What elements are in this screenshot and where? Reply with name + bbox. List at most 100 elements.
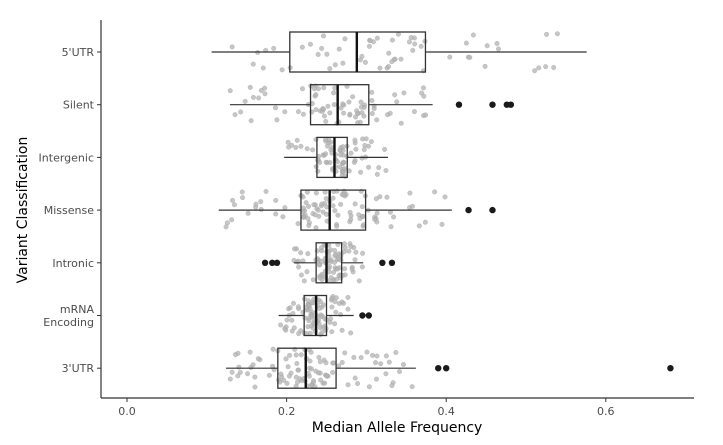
jitter-point	[393, 349, 399, 356]
jitter-point	[310, 325, 316, 331]
jitter-point	[482, 63, 488, 69]
jitter-point	[231, 202, 237, 208]
jitter-point	[338, 201, 344, 207]
jitter-point	[332, 208, 338, 214]
jitter-point	[352, 137, 358, 143]
jitter-point	[411, 109, 417, 115]
jitter-point	[287, 352, 293, 358]
jitter-point	[364, 349, 370, 355]
jitter-point	[247, 349, 253, 355]
jitter-point	[272, 105, 279, 111]
jitter-point	[313, 368, 319, 374]
jitter-point	[311, 86, 317, 92]
outlier-point	[273, 259, 281, 266]
jitter-point	[368, 139, 374, 145]
jitter-point	[323, 151, 329, 157]
jitter-point	[284, 317, 290, 323]
jitter-point	[361, 147, 367, 153]
jitter-point	[442, 194, 448, 200]
y-axis-title: Variant Classification	[15, 137, 31, 284]
jitter-point	[362, 142, 368, 148]
jitter-point	[256, 95, 262, 101]
jitter-point	[337, 147, 343, 153]
jitter-point	[302, 315, 308, 321]
jitter-point	[299, 44, 305, 50]
jitter-point	[312, 212, 318, 218]
jitter-point	[290, 300, 297, 306]
y-tick-label: Silent	[63, 99, 95, 112]
jitter-point	[378, 361, 384, 367]
jitter-point	[317, 299, 324, 305]
jitter-point	[439, 221, 445, 227]
jitter-point	[296, 367, 302, 373]
jitter-point	[295, 109, 302, 115]
jitter-point	[309, 313, 315, 319]
jitter-point	[349, 266, 355, 272]
jitter-point	[320, 302, 326, 308]
jitter-point	[359, 204, 365, 210]
jitter-point	[373, 376, 380, 382]
jitter-point	[391, 57, 397, 63]
jitter-point	[298, 143, 304, 149]
jitter-point	[282, 205, 288, 211]
y-tick-label: Intronic	[52, 257, 94, 270]
jitter-point	[308, 366, 315, 372]
jitter-point	[340, 60, 346, 66]
jitter-point	[336, 46, 342, 52]
jitter-point	[335, 212, 341, 218]
jitter-point	[551, 64, 557, 71]
jitter-point	[350, 94, 356, 100]
jitter-point	[383, 167, 389, 174]
jitter-point	[274, 117, 280, 123]
jitter-point	[333, 309, 339, 315]
jitter-point	[484, 43, 490, 49]
jitter-point	[291, 246, 298, 252]
jitter-point	[363, 136, 369, 142]
jitter-point	[266, 372, 272, 378]
jitter-point	[345, 382, 351, 388]
x-tick-label: 0.2	[278, 405, 296, 418]
y-tick-label: Missense	[44, 204, 94, 217]
jitter-point	[353, 146, 359, 152]
jitter-point	[357, 57, 363, 63]
jitter-point	[352, 375, 358, 381]
jitter-point	[374, 353, 380, 359]
jitter-point	[301, 213, 307, 220]
outlier-point	[269, 259, 276, 266]
jitter-point	[317, 359, 323, 365]
jitter-point	[258, 199, 264, 205]
jitter-point	[386, 359, 392, 365]
jitter-point	[330, 195, 336, 201]
jitter-point	[406, 39, 413, 45]
jitter-point	[301, 278, 307, 284]
jitter-point	[410, 47, 416, 53]
jitter-point	[358, 99, 364, 105]
jitter-point	[376, 165, 382, 171]
jitter-point	[386, 50, 392, 56]
jitter-point	[282, 325, 288, 332]
jitter-point	[258, 206, 264, 212]
jitter-point	[327, 319, 333, 325]
jitter-point	[299, 86, 306, 92]
jitter-point	[284, 380, 290, 386]
x-axis-title: Median Allele Frequency	[312, 420, 483, 436]
y-tick-label: Intergenic	[39, 151, 94, 164]
jitter-point	[342, 266, 348, 272]
y-tick-label: Encoding	[43, 316, 94, 329]
jitter-point	[318, 314, 324, 320]
jitter-point	[294, 137, 300, 143]
jitter-point	[470, 32, 476, 38]
jitter-point	[308, 382, 315, 388]
jitter-point	[330, 369, 336, 375]
jitter-point	[341, 241, 348, 247]
jitter-point	[291, 325, 297, 331]
jitter-point	[313, 164, 319, 170]
jitter-point	[315, 168, 321, 174]
jitter-point	[332, 62, 338, 68]
jitter-point	[328, 247, 334, 253]
jitter-point	[293, 352, 299, 358]
jitter-point	[332, 85, 338, 91]
jitter-point	[384, 194, 390, 200]
jitter-point	[296, 264, 302, 270]
jitter-point	[263, 188, 269, 194]
